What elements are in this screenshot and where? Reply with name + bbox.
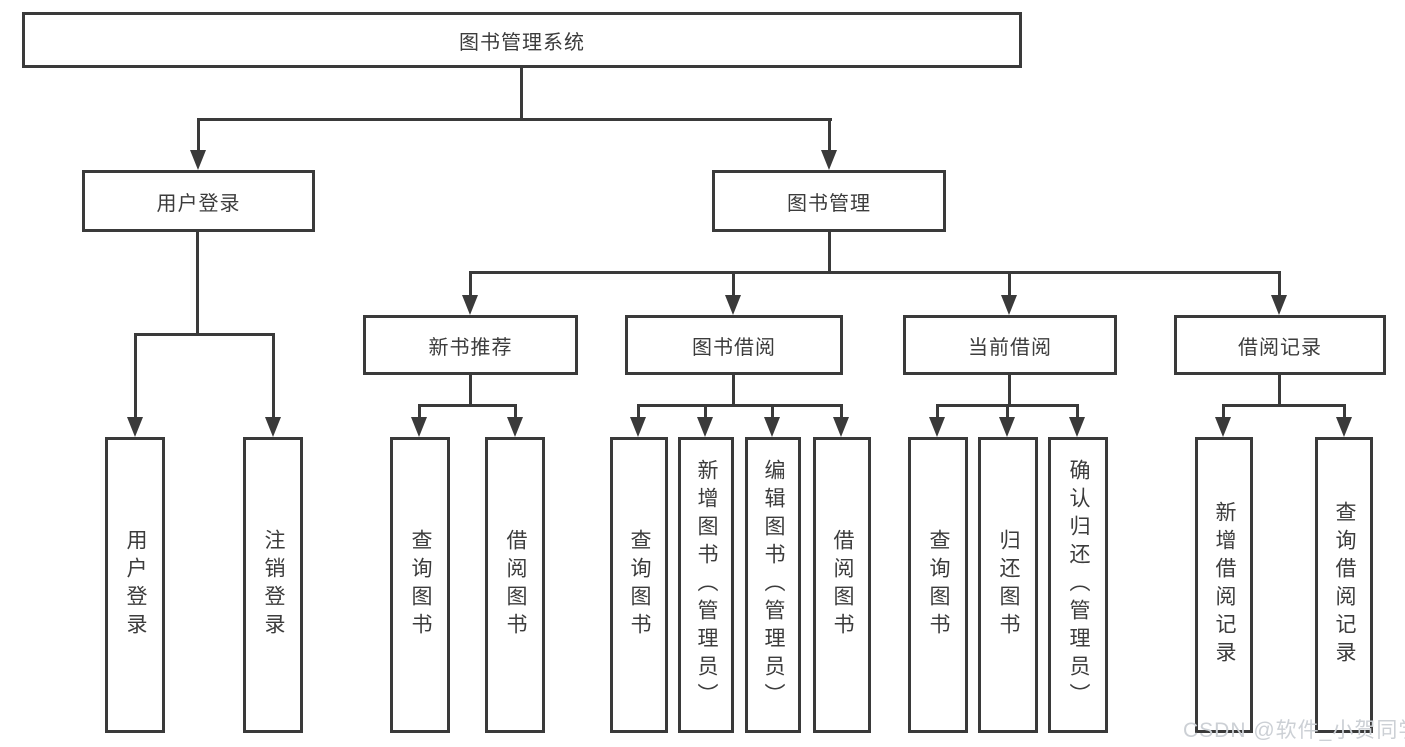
connector-line [840, 404, 843, 419]
node-borrow-records: 借阅记录 [1174, 315, 1386, 375]
arrowhead-down-icon [821, 150, 837, 170]
connector-line [272, 333, 275, 419]
leaf-node-user-login: 用户登录 [105, 437, 165, 733]
arrowhead-down-icon [725, 295, 741, 315]
arrowhead-down-icon [1271, 295, 1287, 315]
leaf-label: 借阅图书 [831, 529, 854, 641]
connector-line [1343, 404, 1346, 419]
leaf-label: 编辑图书（管理员） [762, 459, 785, 711]
connector-line [134, 333, 137, 419]
connector-line [1006, 404, 1009, 419]
leaf-label: 查询图书 [628, 529, 651, 641]
arrowhead-down-icon [764, 417, 780, 437]
connector-line [469, 271, 1281, 274]
node-borrow-records-label: 借阅记录 [1238, 336, 1322, 359]
connector-line [637, 404, 640, 419]
leaf-label: 查询借阅记录 [1333, 501, 1356, 669]
node-root: 图书管理系统 [22, 12, 1022, 68]
connector-line [704, 404, 707, 419]
leaf-node-query-books-3: 查询图书 [908, 437, 968, 733]
arrowhead-down-icon [697, 417, 713, 437]
connector-line [469, 271, 472, 297]
leaf-node-query-books-1: 查询图书 [390, 437, 450, 733]
arrowhead-down-icon [265, 417, 281, 437]
leaf-node-query-books-2: 查询图书 [610, 437, 668, 733]
connector-line [936, 404, 939, 419]
connector-line [732, 271, 735, 297]
arrowhead-down-icon [1336, 417, 1352, 437]
connector-line [418, 404, 421, 419]
leaf-label: 用户登录 [124, 529, 147, 641]
connector-line [1008, 375, 1011, 407]
connector-line [196, 232, 199, 336]
node-new-book-recommend-label: 新书推荐 [428, 336, 513, 359]
node-root-label: 图书管理系统 [459, 31, 585, 54]
node-book-management: 图书管理 [712, 170, 946, 232]
leaf-label: 查询图书 [409, 529, 432, 641]
connector-line [828, 118, 831, 152]
connector-line [514, 404, 517, 419]
leaf-node-add-books-admin: 新增图书（管理员） [678, 437, 734, 733]
arrowhead-down-icon [1069, 417, 1085, 437]
arrowhead-down-icon [630, 417, 646, 437]
leaf-node-borrow-books-1: 借阅图书 [485, 437, 545, 733]
leaf-node-borrow-books-2: 借阅图书 [813, 437, 871, 733]
connector-line [520, 68, 523, 121]
connector-line [1222, 404, 1225, 419]
arrowhead-down-icon [127, 417, 143, 437]
connector-line [732, 375, 735, 407]
leaf-node-confirm-return-admin: 确认归还（管理员） [1048, 437, 1108, 733]
leaf-label: 新增借阅记录 [1213, 501, 1236, 669]
arrowhead-down-icon [190, 150, 206, 170]
leaf-label: 确认归还（管理员） [1067, 459, 1090, 711]
leaf-label: 归还图书 [997, 529, 1020, 641]
arrowhead-down-icon [1001, 295, 1017, 315]
node-book-management-label: 图书管理 [787, 192, 871, 215]
arrowhead-down-icon [462, 295, 478, 315]
leaf-node-return-books: 归还图书 [978, 437, 1038, 733]
connector-line [1278, 375, 1281, 407]
leaf-label: 查询图书 [927, 529, 950, 641]
connector-line [1076, 404, 1079, 419]
connector-line [197, 118, 200, 152]
leaf-node-logout: 注销登录 [243, 437, 303, 733]
node-book-borrow: 图书借阅 [625, 315, 843, 375]
connector-line [469, 375, 472, 407]
connector-line [134, 333, 275, 336]
leaf-node-edit-books-admin: 编辑图书（管理员） [745, 437, 801, 733]
arrowhead-down-icon [507, 417, 523, 437]
arrowhead-down-icon [833, 417, 849, 437]
node-user-login: 用户登录 [82, 170, 315, 232]
connector-line [771, 404, 774, 419]
node-current-borrow: 当前借阅 [903, 315, 1117, 375]
leaf-label: 新增图书（管理员） [695, 459, 718, 711]
connector-line [418, 404, 517, 407]
node-new-book-recommend: 新书推荐 [363, 315, 578, 375]
node-current-borrow-label: 当前借阅 [968, 336, 1052, 359]
connector-line [1278, 271, 1281, 297]
node-book-borrow-label: 图书借阅 [692, 336, 776, 359]
connector-line [1008, 271, 1011, 297]
leaf-label: 注销登录 [262, 529, 285, 641]
leaf-label: 借阅图书 [504, 529, 527, 641]
connector-line [197, 118, 832, 121]
connector-line [828, 232, 831, 274]
connector-line [637, 404, 843, 407]
connector-line [1222, 404, 1346, 407]
arrowhead-down-icon [999, 417, 1015, 437]
node-user-login-label: 用户登录 [156, 192, 241, 215]
leaf-node-add-borrow-record: 新增借阅记录 [1195, 437, 1253, 733]
csdn-watermark: CSDN @软件_小贺同学 [1183, 719, 1405, 742]
arrowhead-down-icon [411, 417, 427, 437]
leaf-node-query-borrow-record: 查询借阅记录 [1315, 437, 1373, 733]
arrowhead-down-icon [1215, 417, 1231, 437]
arrowhead-down-icon [929, 417, 945, 437]
